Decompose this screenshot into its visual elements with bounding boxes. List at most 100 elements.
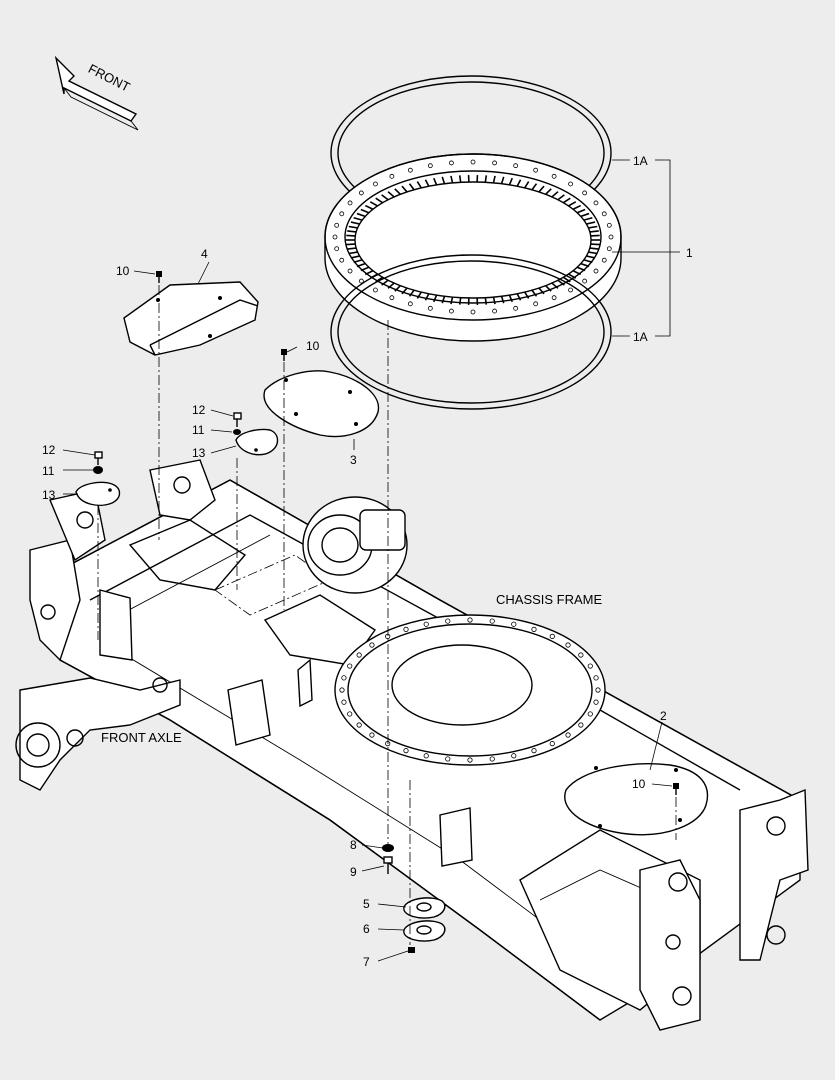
bolt-hole [427,163,433,169]
gear-tooth [387,191,395,198]
bolt-hole [551,173,557,179]
gear-tooth [433,177,438,186]
gear-tooth [531,289,538,297]
bolt-9 [383,856,393,874]
bolt-hole [356,722,362,728]
gear-tooth [538,185,545,193]
bolt-hole [489,756,495,762]
cover-plate-3 [263,370,380,438]
bolt-hole [347,268,353,274]
gear-tooth [353,259,363,264]
bolt-hole [593,200,599,206]
bolt-hole [407,301,413,307]
bolt-hole [489,618,495,624]
bolt-hole [531,626,537,632]
bolt-hole [332,234,338,240]
gear-tooth [557,279,565,286]
gear-tooth [394,285,401,292]
bolt-hole [356,652,362,658]
gear-tooth [381,194,389,201]
leader-lines [62,159,680,962]
callout-13-upper: 13 [192,446,206,460]
bolt-hole [358,278,364,284]
bolt-hole [565,732,571,738]
bolt-hole [373,287,378,293]
gear-tooth [524,181,530,189]
gear-tooth [356,262,366,268]
gear-tooth [583,259,593,264]
bolt-hole [470,159,476,165]
gear-tooth [588,251,598,255]
callout-4: 4 [201,247,208,261]
callout-1a-top: 1A [633,154,648,168]
frame-swing-ring [334,614,606,766]
callout-12-lower: 12 [42,443,56,457]
callout-11-lower: 11 [42,464,55,478]
slewing-ring [324,153,622,342]
bolt-12-lower [94,451,103,465]
gear-tooth [545,188,552,195]
gear-tooth [516,293,522,301]
front-axle-assembly [15,496,408,791]
bolt-hole [358,190,364,196]
gear-tooth [408,289,415,297]
gear-tooth [492,175,496,184]
bolt-hole [578,722,584,728]
bolt-hole [369,642,375,648]
gear-tooth [450,175,454,184]
bolt-hole [339,687,345,693]
gear-tooth [492,296,496,305]
bolt-hole [531,748,537,754]
bolt-hole [470,309,476,315]
gear-tooth [562,197,571,204]
gear-tooth [572,270,582,276]
bolt-hole [339,211,345,217]
bolt-hole [513,305,519,311]
gear-tooth [589,230,599,233]
gear-tooth [551,282,559,289]
gear-tooth [408,183,415,191]
gear-tooth [353,216,363,221]
bolt-hole [407,167,413,173]
callout-9: 9 [350,865,357,879]
gear-tooth [394,188,401,195]
bolt-hole [334,222,340,228]
gear-tooth [508,177,513,186]
bolt-hole [347,711,353,717]
bolt-hole [606,246,612,252]
chassis-frame-caption: CHASSIS FRAME [496,592,603,607]
bolt-10-right [673,783,679,795]
gear-tooth [401,185,408,193]
bolt-hole [513,163,519,169]
gear-tooth [484,297,488,305]
gear-tooth [572,204,582,210]
bolt-hole [492,308,497,314]
gear-tooth [586,221,596,225]
callouts: 1 1A 1A 2 3 4 5 6 7 8 9 10 10 10 11 11 1… [42,154,693,969]
gear-tooth [458,297,462,305]
gear-tooth [458,175,462,183]
gear-tooth [500,176,505,184]
gear-tooth [551,191,559,198]
callout-1: 1 [686,246,693,260]
bolt-hole [403,626,409,632]
callout-11-upper: 11 [192,423,205,437]
gear-tooth [348,251,358,255]
washer-8 [382,844,394,852]
bolt-hole [339,257,345,263]
gear-tooth [401,287,408,295]
bolt-hole [449,308,454,314]
gear-tooth [589,247,599,250]
gear-tooth [586,255,596,259]
bolt-hole [467,617,473,623]
bolt-hole [467,757,473,763]
bolt-hole [582,190,588,196]
callout-2: 2 [660,709,667,723]
bolt-hole [373,181,378,187]
bolt-hole [578,652,584,658]
bolt-hole [568,181,573,187]
gear-tooth [433,294,438,303]
bolt-hole [341,699,347,705]
